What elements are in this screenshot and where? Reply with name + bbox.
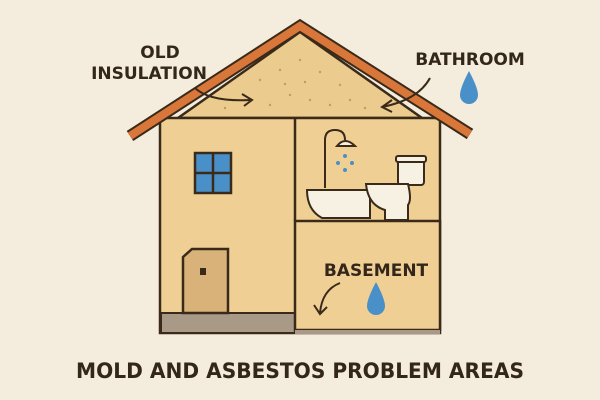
label-bathroom: BATHROOM [415, 50, 525, 70]
label-basement: BASEMENT [324, 261, 429, 281]
bathroom-arrow [380, 77, 431, 113]
window [193, 151, 233, 195]
basement-arrow [313, 282, 341, 316]
label-old-insulation: OLD [140, 43, 179, 63]
diagram-title: MOLD AND ASBESTOS PROBLEM AREAS [76, 359, 524, 383]
ground [160, 312, 296, 334]
toilet-icon [364, 155, 427, 221]
bathtub-icon [305, 189, 371, 219]
label-old-insulation: INSULATION [91, 64, 207, 84]
door [181, 247, 230, 315]
insulation-arrow [194, 87, 254, 107]
water-drop-icon [460, 71, 478, 104]
water-drop-icon [367, 282, 385, 315]
shower-icon [324, 128, 358, 188]
basement-floor [295, 330, 440, 334]
